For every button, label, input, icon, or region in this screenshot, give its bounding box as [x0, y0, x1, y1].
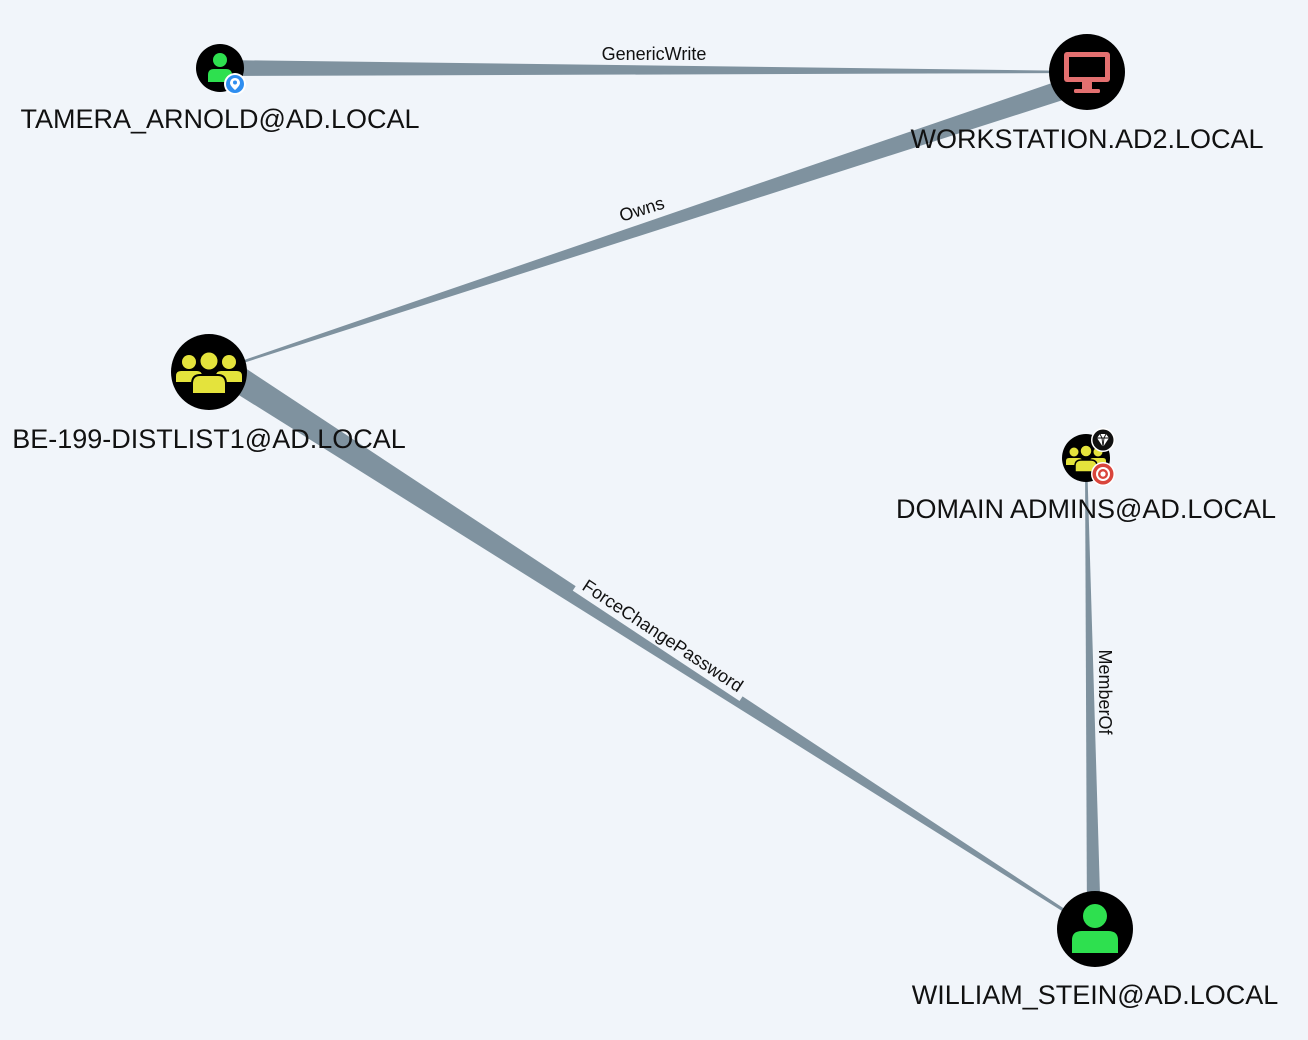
edges-layer: GenericWrite Owns ForceChangePassword Me… [209, 44, 1115, 931]
node-label-william-stein: WILLIAM_STEIN@AD.LOCAL [912, 980, 1279, 1010]
node-tamera-arnold[interactable]: TAMERA_ARNOLD@AD.LOCAL [20, 44, 420, 134]
node-label-domain-admins: DOMAIN ADMINS@AD.LOCAL [896, 494, 1276, 524]
user-icon [1072, 904, 1118, 953]
edge-memberof[interactable]: MemberOf [1085, 458, 1115, 928]
edge-label-memberof: MemberOf [1095, 649, 1115, 735]
node-domain-admins[interactable]: DOMAIN ADMINS@AD.LOCAL [896, 428, 1276, 524]
node-label-tamera-arnold: TAMERA_ARNOLD@AD.LOCAL [20, 104, 419, 134]
location-pin-badge-icon [224, 73, 246, 95]
diamond-badge-icon [1091, 428, 1115, 452]
node-label-workstation: WORKSTATION.AD2.LOCAL [910, 124, 1263, 154]
node-be-199-distlist1[interactable]: BE-199-DISTLIST1@AD.LOCAL [12, 334, 406, 454]
edge-label-forcechangepassword: ForceChangePassword [579, 576, 747, 697]
edge-owns[interactable]: Owns [209, 72, 1091, 374]
target-badge-icon [1091, 462, 1115, 486]
monitor-icon [1064, 52, 1110, 93]
node-workstation[interactable]: WORKSTATION.AD2.LOCAL [910, 34, 1264, 154]
node-william-stein[interactable]: WILLIAM_STEIN@AD.LOCAL [912, 891, 1279, 1010]
node-label-be-199-distlist1: BE-199-DISTLIST1@AD.LOCAL [12, 424, 406, 454]
edge-genericwrite[interactable]: GenericWrite [220, 44, 1087, 76]
nodes-layer: TAMERA_ARNOLD@AD.LOCAL WORKSTATION.AD2.L… [12, 34, 1278, 1010]
edge-label-genericwrite: GenericWrite [602, 44, 707, 64]
group-icon [176, 350, 242, 395]
